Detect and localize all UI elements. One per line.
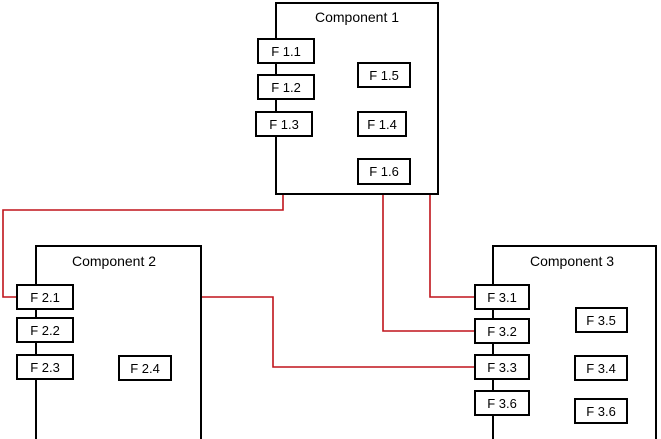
function-label-f1-3: F 1.3 (269, 117, 299, 132)
function-box-f2-2 (16, 317, 74, 343)
function-label-f1-2: F 1.2 (271, 80, 301, 95)
function-label-f3-6b: F 3.6 (586, 404, 616, 419)
function-label-f3-2: F 3.2 (487, 324, 517, 339)
component-1-title: Component 1 (315, 9, 399, 25)
function-label-f1-4: F 1.4 (367, 117, 397, 132)
function-box-f1-4 (357, 111, 407, 137)
function-box-f3-4 (574, 355, 628, 381)
function-label-f1-5: F 1.5 (369, 68, 399, 83)
function-box-f2-1 (16, 284, 74, 310)
component-2-title: Component 2 (72, 253, 156, 269)
function-box-f1-2 (257, 74, 315, 100)
function-label-f3-4: F 3.4 (586, 361, 616, 376)
function-box-f3-2 (474, 318, 530, 344)
function-box-f2-3 (16, 354, 74, 380)
function-label-f3-1: F 3.1 (487, 290, 517, 305)
function-label-f1-6: F 1.6 (369, 164, 399, 179)
function-box-f1-5 (357, 62, 411, 88)
function-label-f2-1: F 2.1 (30, 290, 60, 305)
function-box-f3-5 (575, 307, 628, 333)
function-box-f1-6 (357, 158, 411, 185)
function-box-f3-1 (474, 284, 530, 310)
function-label-f2-3: F 2.3 (30, 360, 60, 375)
component-2: Component 2 F 2.1 F 2.2 F 2.3 F 2.4 (16, 245, 202, 439)
component-1: Component 1 F 1.1 F 1.2 F 1.3 F 1.5 F 1.… (255, 2, 439, 195)
component-3: Component 3 F 3.1 F 3.2 F 3.3 F 3.6 F 3.… (474, 245, 657, 439)
function-label-f2-2: F 2.2 (30, 323, 60, 338)
function-box-f3-6b (574, 398, 628, 424)
function-label-f3-6a: F 3.6 (487, 396, 517, 411)
component-3-title: Component 3 (530, 253, 614, 269)
function-label-f2-4: F 2.4 (130, 361, 160, 376)
function-label-f1-1: F 1.1 (271, 44, 301, 59)
function-label-f3-5: F 3.5 (586, 313, 616, 328)
connector-f1_6-f3_2 (382, 184, 475, 332)
function-box-f1-1 (257, 38, 315, 64)
function-label-f3-3: F 3.3 (487, 360, 517, 375)
function-box-f1-3 (255, 111, 313, 137)
function-box-f3-3 (474, 354, 530, 380)
function-box-f2-4 (118, 355, 172, 381)
function-box-f3-6a (474, 390, 530, 416)
